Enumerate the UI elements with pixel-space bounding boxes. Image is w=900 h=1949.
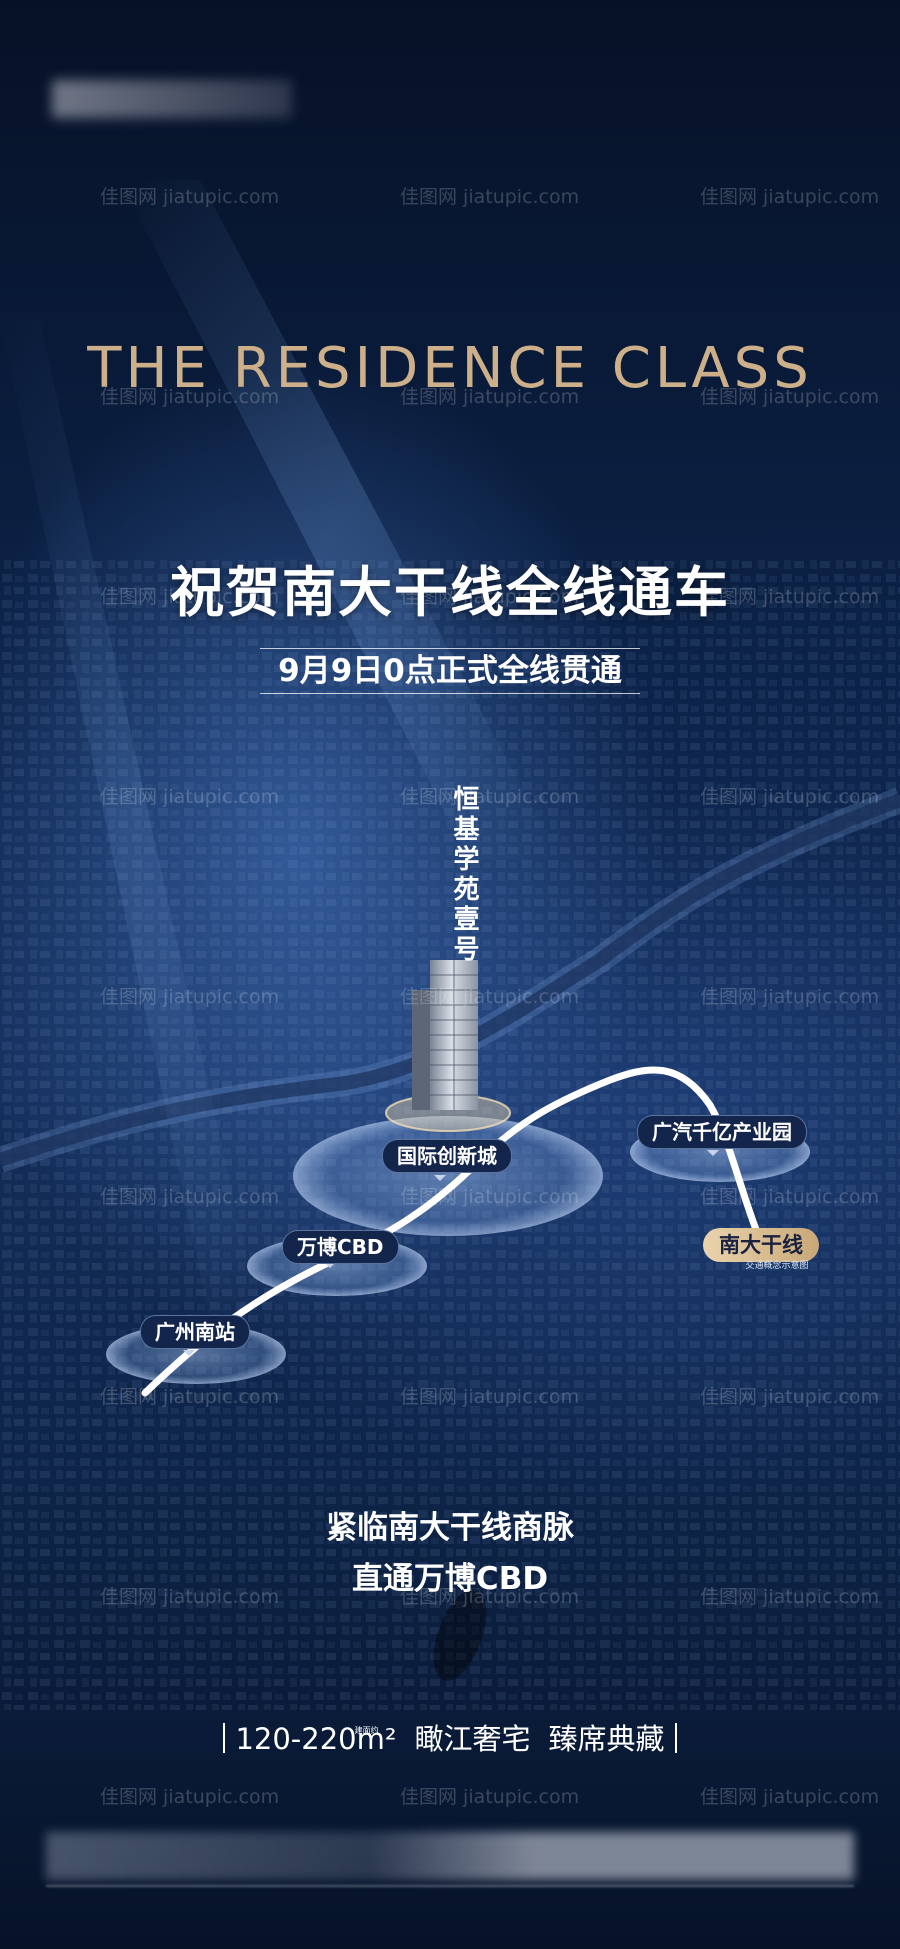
watermark: 佳图网 jiatupic.com bbox=[700, 986, 880, 1008]
route-tag: 南大干线 bbox=[703, 1228, 819, 1262]
watermark: 佳图网 jiatupic.com bbox=[700, 386, 880, 408]
station-label-gac-park: 广汽千亿产业园 bbox=[637, 1115, 807, 1149]
watermark: 佳图网 jiatupic.com bbox=[700, 586, 880, 608]
contact-info-blurred bbox=[46, 1832, 854, 1880]
watermark: 佳图网 jiatupic.com bbox=[100, 1586, 280, 1608]
watermark: 佳图网 jiatupic.com bbox=[400, 1186, 580, 1208]
watermark: 佳图网 jiatupic.com bbox=[100, 386, 280, 408]
watermark: 佳图网 jiatupic.com bbox=[100, 986, 280, 1008]
watermark: 佳图网 jiatupic.com bbox=[700, 786, 880, 808]
watermark: 佳图网 jiatupic.com bbox=[400, 986, 580, 1008]
watermark: 佳图网 jiatupic.com bbox=[400, 786, 580, 808]
area-tag-1: 瞰江奢宅 bbox=[414, 1722, 531, 1756]
watermark: 佳图网 jiatupic.com bbox=[400, 586, 580, 608]
area-tag-2: 臻席典藏 bbox=[548, 1722, 665, 1756]
watermark: 佳图网 jiatupic.com bbox=[100, 1386, 280, 1408]
slogan-line-2: 直通万博CBD bbox=[351, 1561, 549, 1597]
watermark: 佳图网 jiatupic.com bbox=[400, 1786, 580, 1808]
divider-left bbox=[223, 1723, 226, 1753]
watermark: 佳图网 jiatupic.com bbox=[700, 1786, 880, 1808]
route-line bbox=[141, 1066, 764, 1397]
watermark: 佳图网 jiatupic.com bbox=[400, 1586, 580, 1608]
watermark: 佳图网 jiatupic.com bbox=[400, 386, 580, 408]
developer-logo bbox=[52, 80, 292, 118]
area-range: 120-220 bbox=[235, 1722, 357, 1756]
watermark: 佳图网 jiatupic.com bbox=[700, 186, 880, 208]
divider-right bbox=[674, 1723, 677, 1753]
watermark: 佳图网 jiatupic.com bbox=[400, 186, 580, 208]
watermark: 佳图网 jiatupic.com bbox=[700, 1386, 880, 1408]
page-title: 祝贺南大干线全线通车 bbox=[170, 561, 730, 624]
watermark: 佳图网 jiatupic.com bbox=[100, 1186, 280, 1208]
station-label-innovation-city: 国际创新城 bbox=[382, 1139, 512, 1173]
area-unit-note: 建面约 bbox=[354, 1726, 379, 1735]
watermark: 佳图网 jiatupic.com bbox=[400, 1386, 580, 1408]
area-unit: m² bbox=[356, 1722, 397, 1756]
building-name: 恒基学苑壹号 bbox=[449, 785, 479, 965]
watermark: 佳图网 jiatupic.com bbox=[700, 1186, 880, 1208]
headline: THE RESIDENCE CLASS bbox=[87, 336, 813, 401]
contact-underline bbox=[46, 1885, 854, 1887]
watermark: 佳图网 jiatupic.com bbox=[100, 1786, 280, 1808]
map-note: 交通概念示意图 bbox=[745, 1261, 809, 1271]
disc-innovation-city bbox=[293, 1116, 603, 1236]
watermark: 佳图网 jiatupic.com bbox=[700, 1586, 880, 1608]
station-label-wanbo-cbd: 万博CBD bbox=[282, 1230, 399, 1264]
watermark: 佳图网 jiatupic.com bbox=[100, 786, 280, 808]
watermark: 佳图网 jiatupic.com bbox=[100, 586, 280, 608]
watermark: 佳图网 jiatupic.com bbox=[100, 186, 280, 208]
subtitle: 9月9日0点正式全线贯通 bbox=[260, 648, 640, 694]
station-label-guangzhou-south: 广州南站 bbox=[140, 1315, 250, 1349]
tower-building bbox=[412, 960, 478, 1110]
route-map bbox=[106, 960, 810, 1397]
slogan-line-1: 紧临南大干线商脉 bbox=[326, 1510, 574, 1546]
